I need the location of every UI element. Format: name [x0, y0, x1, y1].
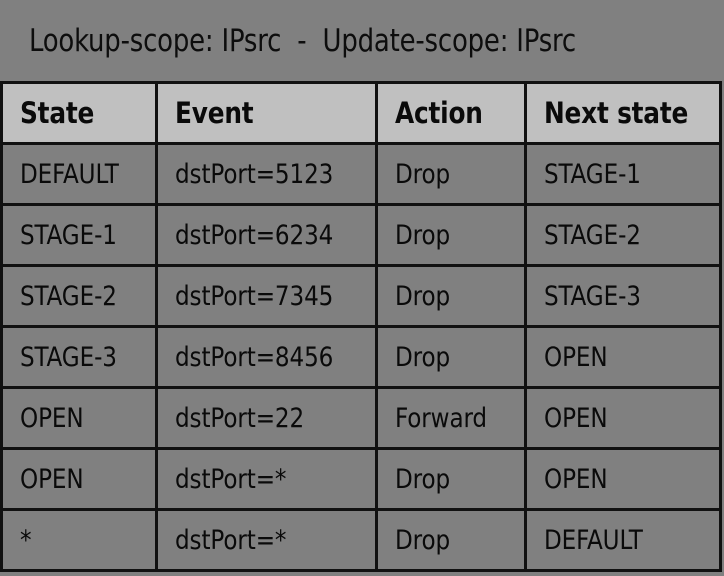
cell-state: DEFAULT	[0, 142, 158, 206]
table-header-row: State Event Action Next state	[0, 81, 722, 145]
cell-next-state: OPEN	[524, 325, 722, 389]
cell-event-value: dstPort=7345	[175, 280, 334, 312]
page-title: Lookup-scope: IPsrc - Update-scope: IPsr…	[29, 22, 576, 59]
table-row: STAGE-3 dstPort=8456 Drop OPEN	[0, 325, 722, 389]
cell-next-state: STAGE-1	[524, 142, 722, 206]
table-row: STAGE-2 dstPort=7345 Drop STAGE-3	[0, 264, 722, 328]
cell-state-value: STAGE-2	[20, 280, 117, 312]
cell-action-value: Forward	[395, 402, 488, 434]
cell-next-state: STAGE-2	[524, 203, 722, 267]
table-row: OPEN dstPort=22 Forward OPEN	[0, 386, 722, 450]
cell-action-value: Drop	[395, 341, 451, 373]
cell-event: dstPort=5123	[155, 142, 378, 206]
cell-action-value: Drop	[395, 158, 451, 190]
cell-event-value: dstPort=*	[175, 524, 287, 556]
cell-action: Forward	[375, 386, 527, 450]
column-header-state: State	[0, 81, 158, 145]
cell-next-state-value: DEFAULT	[544, 524, 643, 556]
table-header: State Event Action Next state	[0, 81, 722, 145]
cell-state: *	[0, 508, 158, 572]
column-header-action-label: Action	[395, 96, 483, 130]
cell-action: Drop	[375, 325, 527, 389]
cell-event-value: dstPort=22	[175, 402, 305, 434]
state-transition-table: State Event Action Next state DEFAULT ds…	[0, 81, 722, 572]
cell-event: dstPort=*	[155, 508, 378, 572]
column-header-action: Action	[375, 81, 527, 145]
column-header-event-label: Event	[175, 96, 254, 130]
cell-action: Drop	[375, 203, 527, 267]
cell-state: STAGE-2	[0, 264, 158, 328]
cell-event-value: dstPort=6234	[175, 219, 334, 251]
cell-next-state: OPEN	[524, 447, 722, 511]
table-body: DEFAULT dstPort=5123 Drop STAGE-1 STAGE-…	[0, 142, 722, 572]
cell-next-state-value: OPEN	[544, 402, 608, 434]
cell-action: Drop	[375, 447, 527, 511]
cell-action-value: Drop	[395, 524, 451, 556]
cell-event-value: dstPort=8456	[175, 341, 334, 373]
cell-next-state-value: STAGE-1	[544, 158, 641, 190]
column-header-next-state: Next state	[524, 81, 722, 145]
cell-state: OPEN	[0, 386, 158, 450]
cell-action: Drop	[375, 142, 527, 206]
cell-state-value: DEFAULT	[20, 158, 119, 190]
page-title-bar: Lookup-scope: IPsrc - Update-scope: IPsr…	[0, 0, 724, 81]
cell-action: Drop	[375, 264, 527, 328]
cell-next-state-value: STAGE-2	[544, 219, 641, 251]
cell-event-value: dstPort=*	[175, 463, 287, 495]
column-header-next-state-label: Next state	[544, 96, 689, 130]
cell-state-value: OPEN	[20, 402, 84, 434]
cell-action-value: Drop	[395, 280, 451, 312]
cell-action-value: Drop	[395, 219, 451, 251]
table-row: STAGE-1 dstPort=6234 Drop STAGE-2	[0, 203, 722, 267]
table-row: * dstPort=* Drop DEFAULT	[0, 508, 722, 572]
column-header-event: Event	[155, 81, 378, 145]
cell-state-value: *	[20, 524, 32, 556]
cell-state: STAGE-1	[0, 203, 158, 267]
cell-event: dstPort=6234	[155, 203, 378, 267]
cell-event-value: dstPort=5123	[175, 158, 334, 190]
cell-state-value: STAGE-3	[20, 341, 117, 373]
cell-next-state: DEFAULT	[524, 508, 722, 572]
cell-state: STAGE-3	[0, 325, 158, 389]
cell-next-state-value: STAGE-3	[544, 280, 641, 312]
cell-next-state-value: OPEN	[544, 341, 608, 373]
cell-event: dstPort=*	[155, 447, 378, 511]
table-row: DEFAULT dstPort=5123 Drop STAGE-1	[0, 142, 722, 206]
cell-action-value: Drop	[395, 463, 451, 495]
cell-state-value: STAGE-1	[20, 219, 117, 251]
cell-next-state: OPEN	[524, 386, 722, 450]
cell-event: dstPort=7345	[155, 264, 378, 328]
cell-state: OPEN	[0, 447, 158, 511]
cell-state-value: OPEN	[20, 463, 84, 495]
column-header-state-label: State	[20, 96, 95, 130]
table-row: OPEN dstPort=* Drop OPEN	[0, 447, 722, 511]
cell-event: dstPort=8456	[155, 325, 378, 389]
cell-action: Drop	[375, 508, 527, 572]
cell-next-state: STAGE-3	[524, 264, 722, 328]
cell-event: dstPort=22	[155, 386, 378, 450]
cell-next-state-value: OPEN	[544, 463, 608, 495]
